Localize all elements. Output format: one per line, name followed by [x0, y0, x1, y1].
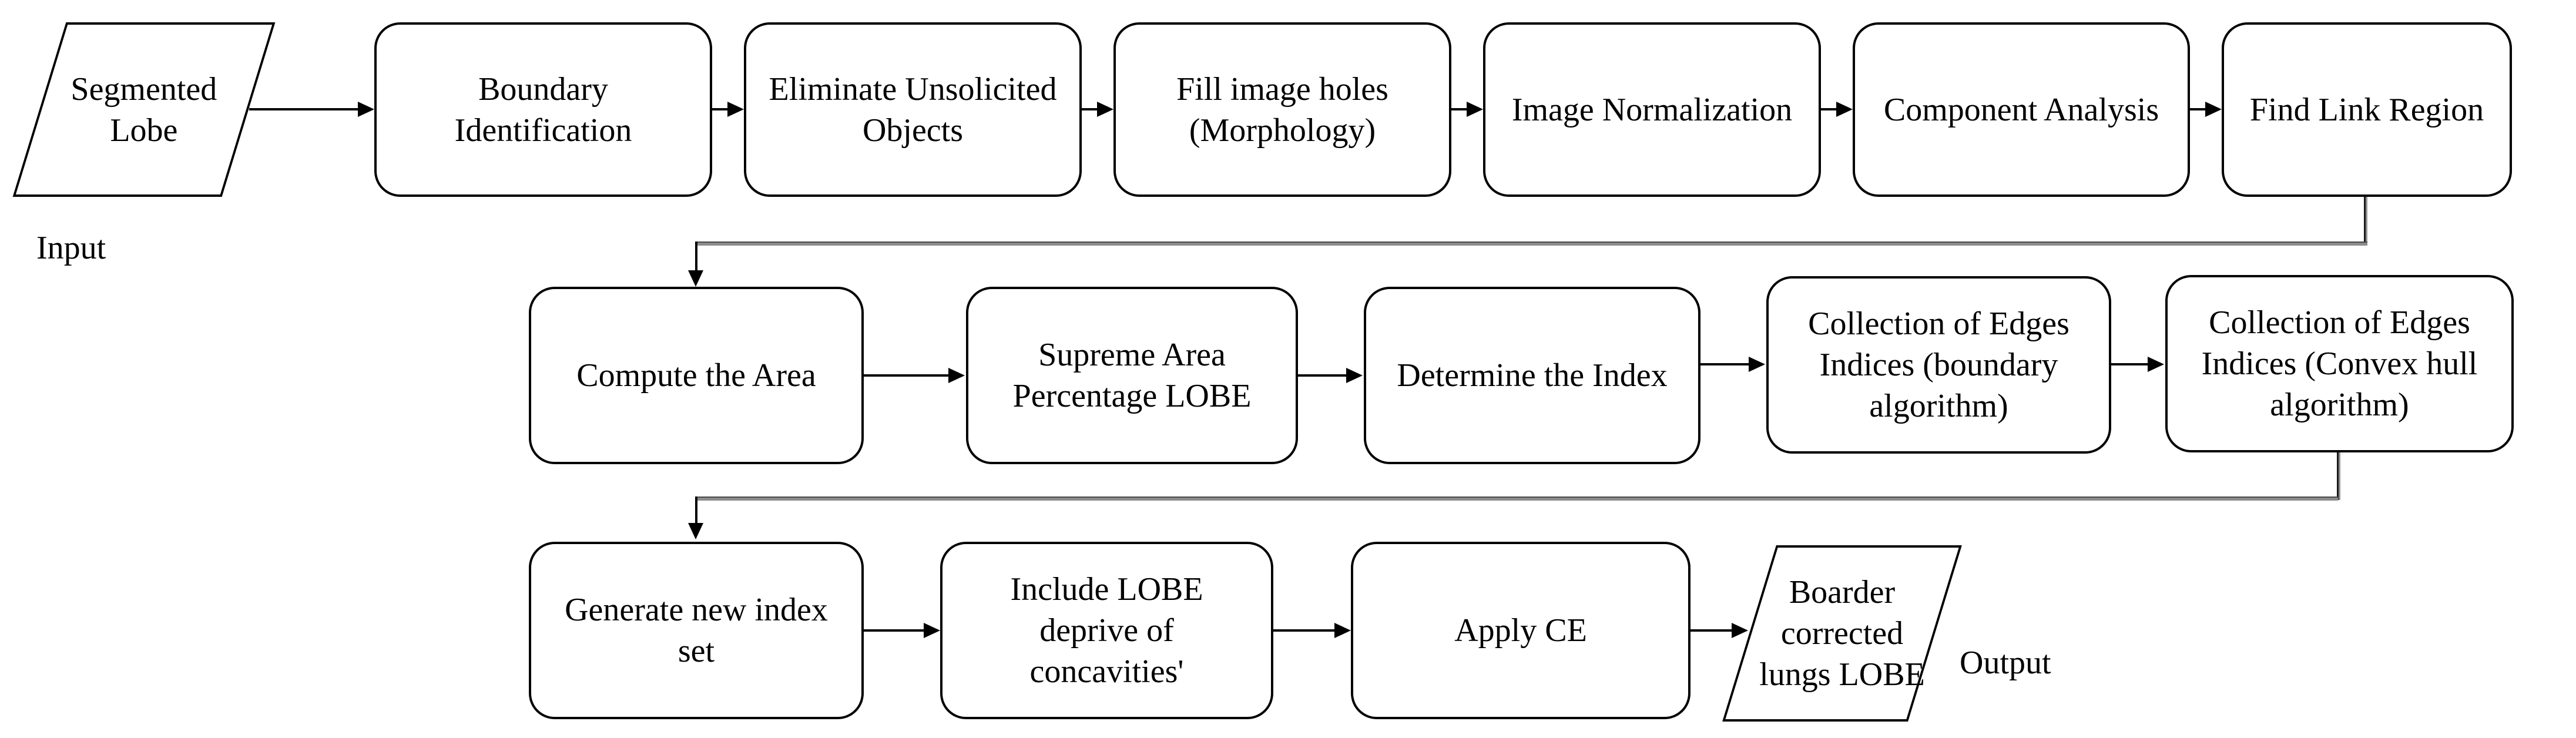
arrow-row2-2: [1298, 368, 1363, 383]
arrow-row3-2: [1273, 623, 1351, 638]
node-label: Generate new index set: [565, 592, 828, 669]
node-find-link-region: Find Link Region: [2222, 22, 2512, 197]
label-input: Input: [36, 230, 106, 266]
node-label: Image Normalization: [1511, 91, 1793, 128]
arrow-row1-1: [249, 102, 374, 117]
label-output: Output: [1960, 645, 2051, 681]
arrow-row2-4: [2111, 357, 2164, 372]
node-label: Boundary Identification: [454, 71, 632, 149]
connector-row1-row2-drop: [2364, 197, 2367, 245]
arrow-row1-5: [1821, 102, 1853, 117]
arrow-row1-6: [2190, 102, 2222, 117]
node-label: Collection of Edges Indices (Convex hull…: [2201, 304, 2478, 423]
node-segmented-lobe: Segmented Lobe: [12, 22, 276, 197]
arrow-row3-3: [1690, 623, 1748, 638]
node-include-lobe-deprive-concavities: Include LOBE deprive of concavities': [940, 542, 1273, 719]
node-label: Supreme Area Percentage LOBE: [1012, 337, 1252, 414]
node-label: Determine the Index: [1397, 357, 1668, 394]
connector-row2-row3-drop: [2337, 452, 2340, 500]
node-label: Apply CE: [1454, 612, 1587, 649]
node-image-normalization: Image Normalization: [1483, 22, 1821, 197]
node-generate-new-index-set: Generate new index set: [529, 542, 864, 719]
node-label: Eliminate Unsolicited Objects: [769, 71, 1057, 149]
node-label: Segmented Lobe: [71, 71, 217, 149]
node-boarder-corrected-lungs-lobe: Boarder corrected lungs LOBE: [1722, 545, 1962, 722]
node-boundary-identification: Boundary Identification: [374, 22, 712, 197]
arrow-row1-3: [1082, 102, 1113, 117]
connector-row1-row2-horizontal: [695, 241, 2367, 246]
node-eliminate-unsolicited-objects: Eliminate Unsolicited Objects: [744, 22, 1082, 197]
arrow-row2-3: [1700, 357, 1765, 372]
node-label: Boarder corrected lungs LOBE: [1759, 574, 1925, 693]
node-compute-the-area: Compute the Area: [529, 287, 864, 464]
node-collection-edges-boundary: Collection of Edges Indices (boundary al…: [1766, 276, 2111, 454]
arrow-row1-4: [1451, 102, 1483, 117]
node-determine-the-index: Determine the Index: [1364, 287, 1700, 464]
connector-row2-row3-horizontal: [695, 497, 2338, 501]
node-label: Fill image holes (Morphology): [1176, 71, 1388, 149]
node-supreme-area-percentage-lobe: Supreme Area Percentage LOBE: [966, 287, 1298, 464]
node-apply-ce: Apply CE: [1351, 542, 1690, 719]
node-label: Compute the Area: [576, 357, 816, 394]
arrow-row2-1: [864, 368, 965, 383]
node-label: Collection of Edges Indices (boundary al…: [1808, 306, 2069, 424]
node-label: Include LOBE deprive of concavities': [1010, 571, 1203, 690]
node-component-analysis: Component Analysis: [1853, 22, 2190, 197]
node-label: Component Analysis: [1883, 91, 2159, 128]
node-label: Find Link Region: [2249, 91, 2484, 128]
arrow-row3-1: [864, 623, 940, 638]
arrow-row1-2: [712, 102, 744, 117]
connector-row2-row3-arrow: [688, 497, 703, 539]
connector-row1-row2-arrow: [688, 241, 703, 287]
node-fill-image-holes: Fill image holes (Morphology): [1113, 22, 1451, 197]
node-collection-edges-convex-hull: Collection of Edges Indices (Convex hull…: [2165, 275, 2514, 452]
